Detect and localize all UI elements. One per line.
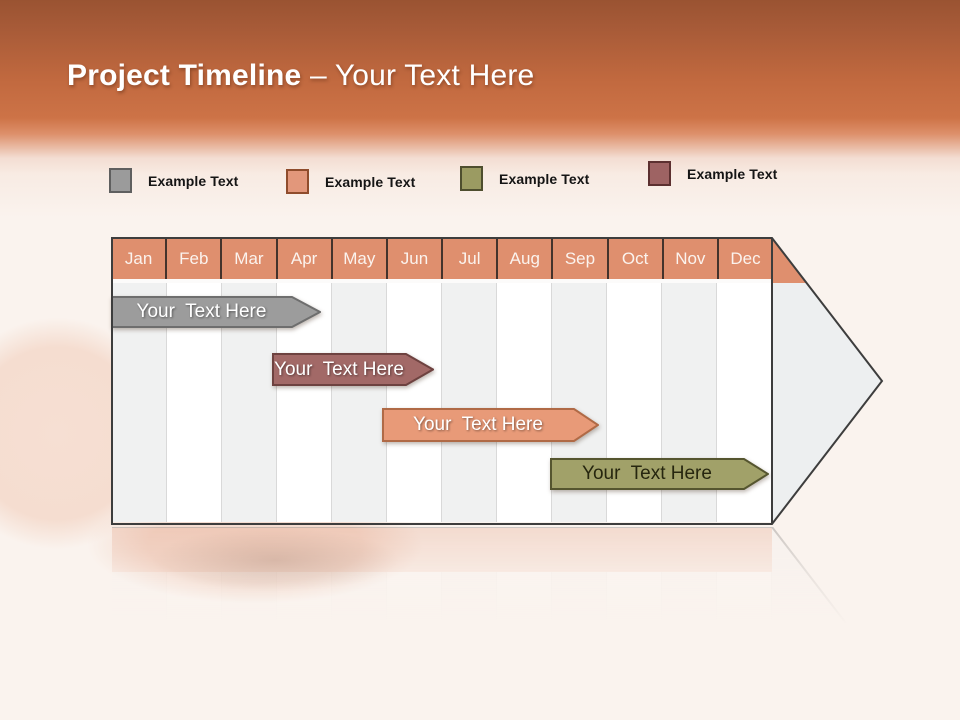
month-label: Apr xyxy=(290,248,318,268)
reflection-header-band xyxy=(112,527,772,572)
legend-item: Example Text xyxy=(286,169,415,194)
reflection-stripes xyxy=(112,572,772,639)
month-cell-mar: Mar xyxy=(220,238,275,279)
month-cell-apr: Apr xyxy=(275,238,331,279)
reflection-arrowhead xyxy=(112,527,860,639)
month-label: Jan xyxy=(124,248,153,268)
month-label: Mar xyxy=(234,248,264,268)
month-label: Oct xyxy=(621,248,649,268)
title-suffix: – Your Text Here xyxy=(309,59,535,92)
month-cell-jan: Jan xyxy=(112,238,165,279)
bar-arrow-shape xyxy=(382,408,599,442)
month-label: Nov xyxy=(675,248,706,268)
page-title: Project Timeline – Your Text Here xyxy=(67,59,534,93)
month-cell-sep: Sep xyxy=(551,238,606,279)
legend-item: Example Text xyxy=(648,161,777,186)
legend-label: Example Text xyxy=(687,165,778,182)
bar-label: Your Text Here xyxy=(274,358,404,380)
month-cell-dec: Dec xyxy=(716,238,772,279)
title-main: Project Timeline xyxy=(67,59,310,92)
background-hand-shadow xyxy=(110,518,440,602)
month-cell-feb: Feb xyxy=(165,238,220,279)
month-label: Aug xyxy=(509,248,540,268)
month-label: Jun xyxy=(400,248,429,268)
month-label: May xyxy=(343,248,376,268)
timeline-bar-salmon: Your Text Here xyxy=(382,408,599,442)
header-gradient-band xyxy=(0,0,960,235)
legend-swatch xyxy=(286,169,309,194)
month-cell-oct: Oct xyxy=(606,238,662,279)
month-label: Dec xyxy=(730,248,761,268)
month-cell-aug: Aug xyxy=(496,238,551,279)
bar-arrow-shape xyxy=(550,458,769,490)
month-label: Jul xyxy=(458,248,481,268)
timeline-bar-gray: Your Text Here xyxy=(111,296,321,328)
month-header-row: Jan Feb Mar Apr May Jun Jul Aug Sep Oct Nov Dec xyxy=(112,238,772,283)
bar-label: Your Text Here xyxy=(413,414,543,435)
month-cell-jul: Jul xyxy=(441,238,496,279)
legend-label: Example Text xyxy=(499,170,590,187)
timeline-bar-maroon: Your Text Here xyxy=(272,353,434,386)
bar-label: Your Text Here xyxy=(136,301,267,322)
legend-item: Example Text xyxy=(109,168,238,193)
month-cell-may: May xyxy=(330,238,386,279)
legend-label: Example Text xyxy=(325,173,416,190)
legend-item: Example Text xyxy=(460,166,589,191)
timeline-arrow-outline xyxy=(111,237,884,525)
month-cell-jun: Jun xyxy=(385,238,441,279)
bar-label: Your Text Here xyxy=(582,463,712,484)
bar-arrow-shape xyxy=(272,353,434,386)
legend-swatch xyxy=(460,166,483,191)
legend-swatch xyxy=(648,161,671,186)
legend-swatch xyxy=(109,168,132,193)
timeline-bar-olive: Your Text Here xyxy=(550,458,769,490)
timeline-chart: Jan Feb Mar Apr May Jun Jul Aug Sep Oct Nov Dec You… xyxy=(110,236,884,526)
month-label: Sep xyxy=(564,248,596,268)
table-reflection xyxy=(110,527,884,639)
month-cell-nov: Nov xyxy=(661,238,717,279)
month-label: Feb xyxy=(179,248,209,268)
legend-label: Example Text xyxy=(148,172,239,189)
